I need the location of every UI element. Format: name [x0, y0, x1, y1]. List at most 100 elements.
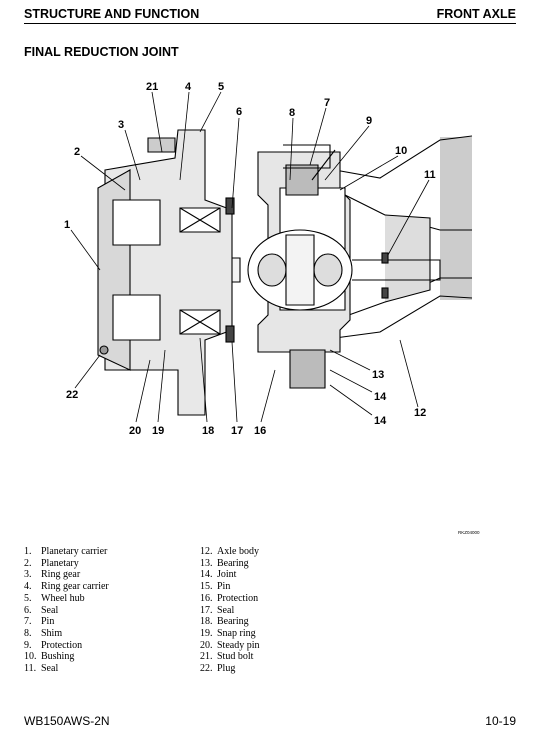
- legend-item-number: 5.: [24, 592, 32, 604]
- legend-item-label: Protection: [217, 592, 259, 604]
- callout-13: 13: [372, 369, 384, 381]
- legend-item-number: 18.: [200, 616, 213, 628]
- footer-page-number: 10-19: [485, 714, 516, 728]
- callout-12: 12: [414, 407, 426, 419]
- leader-16: [260, 369, 276, 423]
- legend-item-label: Seal: [41, 604, 59, 616]
- legend-item-label: Ring gear carrier: [41, 581, 109, 593]
- legend-item: 13. Bearing: [200, 558, 260, 570]
- legend-item-number: 4.: [24, 581, 32, 593]
- legend-item: 11.Seal: [24, 663, 109, 675]
- legend-item: 3.Ring gear: [24, 569, 109, 581]
- leader-5: [199, 91, 222, 133]
- drawing-linework: [97, 129, 473, 416]
- callout-9: 9: [366, 115, 372, 127]
- legend-item-label: Planetary carrier: [41, 546, 108, 557]
- legend-item-label: Stud bolt: [217, 651, 254, 663]
- joint-cross-left: [257, 253, 287, 287]
- leader-19: [157, 349, 166, 423]
- section-title: FINAL REDUCTION JOINT: [24, 45, 179, 59]
- leader-2: [80, 155, 126, 191]
- inner-shaft: [352, 259, 441, 281]
- legend-right-column: 12. Axle body 13. Bearing 14. Joint 15. Pin 16. P…: [200, 546, 260, 675]
- joint-cross-right: [313, 253, 343, 287]
- legend-item: 15. Pin: [200, 581, 260, 593]
- upper-pin-stem: [311, 149, 336, 181]
- legend-item-label: Seal: [217, 604, 235, 616]
- callout-18: 18: [202, 425, 214, 437]
- leader-12: [399, 339, 419, 408]
- leader-4: [179, 91, 190, 181]
- header-chapter-name: FRONT AXLE: [436, 7, 516, 21]
- legend-item-number: 15.: [200, 581, 213, 593]
- final-reduction-joint-drawing: 21 4 5 6 3 2 8 7 9 10 11 1 22 13 14 14 1…: [64, 81, 473, 437]
- legend-item: 19.Snap ring: [200, 628, 260, 640]
- legend-item: 1.Planetary carrier: [24, 546, 109, 558]
- callout-10: 10: [395, 145, 407, 157]
- legend-item: 9.Protection: [24, 640, 109, 652]
- legend-item-number: 13.: [200, 557, 213, 569]
- legend-item: 17. Seal: [200, 605, 260, 617]
- leader-14a: [329, 369, 373, 393]
- legend-item-label: Seal: [41, 663, 59, 675]
- lower-kingpin: [289, 349, 326, 389]
- legend-item-number: 14.: [200, 569, 213, 581]
- leader-17: [231, 341, 238, 423]
- seal-upper: [225, 197, 235, 215]
- legend-item: 5.Wheel hub: [24, 593, 109, 605]
- callout-14: 14: [374, 391, 387, 403]
- callout-21: 21: [146, 81, 158, 93]
- callout-labels: 21 4 5 6 3 2 8 7 9 10 11 1 22 13 14 14 1…: [64, 81, 436, 437]
- leader-1: [70, 229, 101, 271]
- legend-item-label: Axle body: [217, 546, 259, 557]
- legend-item-number: 6.: [24, 604, 32, 616]
- bearing-rollers: [179, 207, 221, 335]
- leader-22: [74, 354, 101, 389]
- callout-8: 8: [289, 107, 295, 119]
- legend-item: 22. Plug: [200, 663, 260, 675]
- legend-item: 10.Bushing: [24, 651, 109, 663]
- leader-13: [329, 349, 371, 371]
- legend-item-label: Pin: [217, 581, 231, 593]
- legend-item: 12. Axle body: [200, 546, 260, 558]
- leader-14b: [329, 384, 373, 416]
- leader-7: [309, 107, 327, 166]
- planetary-gear-lower: [112, 294, 161, 341]
- axle-tube-bottom-outer: [334, 295, 473, 339]
- legend-item-number: 17.: [200, 604, 213, 616]
- callout-22: 22: [66, 389, 78, 401]
- legend-item-label: Bearing: [217, 557, 249, 569]
- legend-item-number: 16.: [200, 592, 213, 604]
- legend-item-number: 12.: [200, 546, 213, 557]
- legend-item-label: Plug: [217, 663, 236, 675]
- legend-item: 4. Ring gear carrier: [24, 581, 109, 593]
- legend-item: 20.Steady pin: [200, 640, 260, 652]
- stud-bolt: [147, 137, 176, 153]
- leader-9: [324, 125, 370, 181]
- legend-item-label: Steady pin: [217, 639, 260, 651]
- leader-21: [151, 91, 163, 153]
- page-header: STRUCTURE AND FUNCTION FRONT AXLE: [24, 7, 516, 24]
- leader-11: [387, 179, 430, 256]
- legend-item-number: 10.: [24, 651, 37, 663]
- seal-right: [381, 252, 389, 264]
- leader-18: [199, 337, 208, 423]
- legend-item-number: 21.: [200, 651, 213, 663]
- legend-item-number: 8.: [24, 627, 32, 639]
- callout-5: 5: [218, 81, 224, 93]
- drawing-code: RKZ04000: [458, 530, 480, 535]
- axle-tube-top-outer: [334, 135, 473, 179]
- legend-item: 14. Joint: [200, 569, 260, 581]
- callout-14-lower: 14: [374, 415, 387, 427]
- leader-20: [135, 359, 151, 423]
- joint-center-block: [285, 234, 315, 306]
- legend-item-number: 22.: [200, 663, 213, 675]
- callout-17: 17: [231, 425, 243, 437]
- legend-item-label: Joint: [217, 569, 237, 581]
- callout-16: 16: [254, 425, 266, 437]
- header-section-name: STRUCTURE AND FUNCTION: [24, 7, 200, 21]
- axle-tube-wall: [384, 214, 431, 303]
- legend-item-number: 2.: [24, 557, 32, 569]
- callout-11: 11: [424, 169, 436, 181]
